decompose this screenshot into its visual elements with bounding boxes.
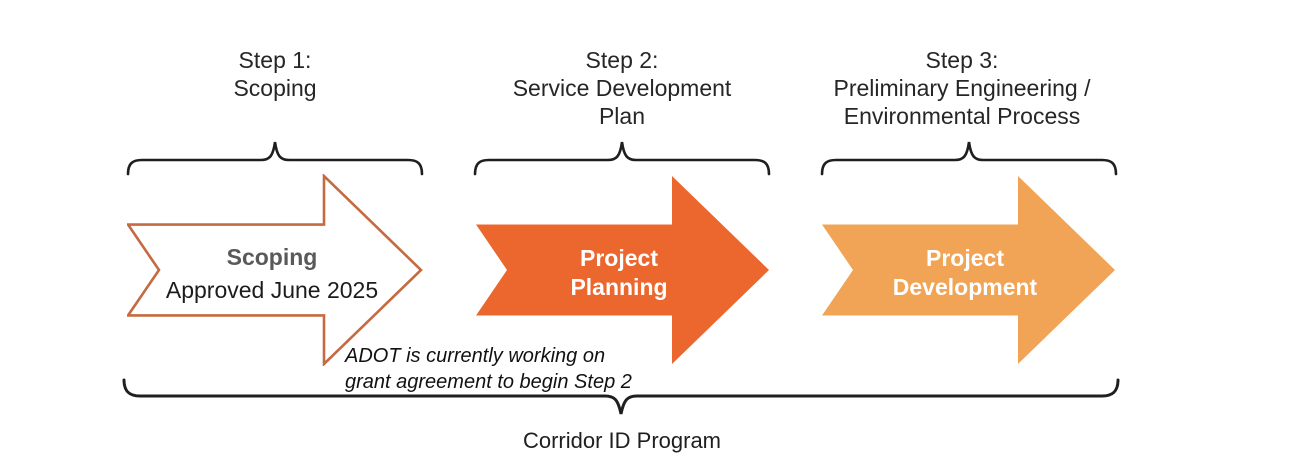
program-underbrace-icon <box>122 378 1120 415</box>
annotation-line2: grant agreement to begin Step 2 <box>345 371 632 393</box>
scoping-arrow-subtitle: Approved June 2025 <box>165 277 379 303</box>
step2-overbrace-icon <box>473 141 771 176</box>
scoping-arrow-label: Scoping Approved June 2025 <box>130 243 414 304</box>
project-development-line1: Project <box>926 245 1004 271</box>
step3-line2: Preliminary Engineering / <box>833 75 1091 101</box>
project-development-arrow-icon <box>822 176 1115 364</box>
step2-label: Step 2: Service Development Plan <box>422 46 822 130</box>
project-planning-line1: Project <box>580 245 658 271</box>
step2-line2: Service Development <box>512 75 732 101</box>
annotation-line1: ADOT is currently working on <box>345 345 606 367</box>
step1-line1: Step 1: <box>238 47 312 73</box>
step2-line3: Plan <box>598 103 646 129</box>
program-title: Corridor ID Program <box>522 428 722 453</box>
step3-line3: Environmental Process <box>843 103 1081 129</box>
project-development-line2: Development <box>892 274 1038 300</box>
step3-overbrace-icon <box>820 141 1118 176</box>
step3-line1: Step 3: <box>925 47 999 73</box>
project-planning-line2: Planning <box>570 274 668 300</box>
scoping-arrow-title: Scoping <box>226 244 318 270</box>
step1-overbrace-icon <box>126 141 424 176</box>
step3-label: Step 3: Preliminary Engineering / Enviro… <box>762 46 1162 130</box>
step1-line2: Scoping <box>233 75 317 101</box>
adot-status-annotation: ADOT is currently working on grant agree… <box>345 343 632 395</box>
project-development-label: Project Development <box>823 244 1107 302</box>
project-planning-arrow-icon <box>476 176 769 364</box>
step1-label: Step 1: Scoping <box>75 46 475 102</box>
scoping-arrow-icon <box>127 174 423 366</box>
project-planning-label: Project Planning <box>477 244 761 302</box>
step2-line1: Step 2: <box>585 47 659 73</box>
